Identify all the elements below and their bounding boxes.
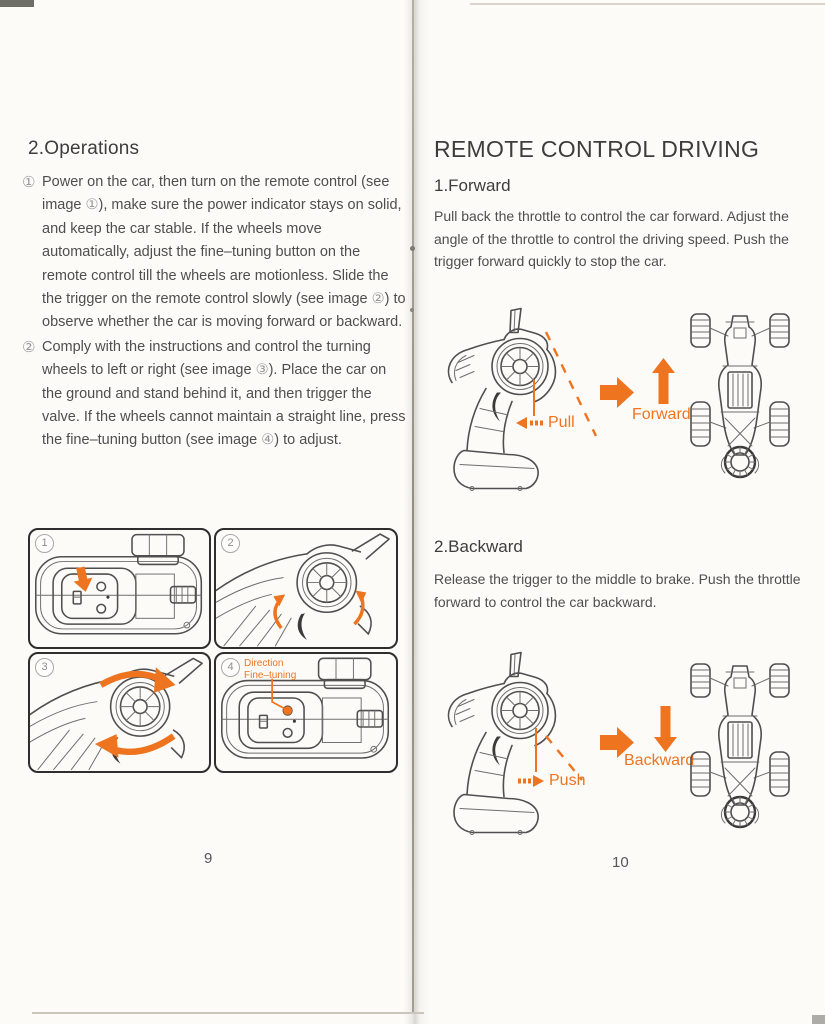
power-switch-arrow-icon xyxy=(73,566,93,592)
callout-pointer-line xyxy=(271,678,286,710)
figure-panel-1: 1 xyxy=(28,528,211,649)
operations-list: ① Power on the car, then turn on the rem… xyxy=(22,171,406,453)
pull-label: Pull xyxy=(548,414,575,431)
page-number-left: 9 xyxy=(204,850,213,867)
figure-panel-2: 2 xyxy=(214,528,398,649)
remote-top-view-illustration xyxy=(221,657,390,759)
figure-panel-3: 3 xyxy=(28,652,211,773)
remote-side-view-illustration xyxy=(216,533,390,647)
scan-speck xyxy=(410,246,415,251)
pull-annotation: Pull xyxy=(516,414,575,432)
list-item-text: Comply with the instructions and control… xyxy=(42,338,406,449)
scan-speck xyxy=(410,308,414,312)
push-annotation: Push xyxy=(518,772,585,790)
page-fold-shadow xyxy=(404,0,430,1024)
panel-number-badge: 2 xyxy=(221,534,240,553)
figure-forward: Pull Forward xyxy=(434,296,814,508)
car-top-view-illustration xyxy=(690,662,790,829)
trigger-arrow-icon xyxy=(273,601,283,630)
list-item-number: ① xyxy=(22,174,36,191)
remote-top-view-illustration xyxy=(35,533,203,635)
backward-section-body: Release the trigger to the middle to bra… xyxy=(434,571,801,610)
right-arrow-icon xyxy=(600,377,634,408)
push-label: Push xyxy=(549,772,586,789)
list-item: ② Comply with the instructions and contr… xyxy=(22,336,406,453)
backward-label: Backward xyxy=(624,752,695,769)
list-item-number: ② xyxy=(22,338,36,356)
scan-corner-artifact xyxy=(0,0,34,7)
forward-label: Forward xyxy=(632,406,691,423)
operations-heading: 2.Operations xyxy=(28,138,140,159)
figure-grid: 1 2 3 xyxy=(28,528,398,773)
remote-illustration xyxy=(447,651,557,836)
forward-section-title: 1.Forward xyxy=(434,176,511,195)
forward-section-body: Pull back the throttle to control the ca… xyxy=(434,208,789,269)
panel-number-badge: 1 xyxy=(35,534,54,553)
remote-side-view-illustration xyxy=(30,657,203,771)
pull-arrow-icon xyxy=(516,416,543,429)
down-arrow-icon xyxy=(654,706,677,752)
page-number-right: 10 xyxy=(612,854,629,871)
panel-number-badge: 3 xyxy=(35,658,54,677)
steering-arrow-icon xyxy=(107,733,176,756)
push-arrow-icon xyxy=(518,774,544,787)
driving-heading: REMOTE CONTROL DRIVING xyxy=(434,136,760,162)
list-item: ① Power on the car, then turn on the rem… xyxy=(22,171,406,335)
panel-number-badge: 4 xyxy=(221,658,240,677)
remote-illustration xyxy=(447,307,557,492)
fine-tuning-button xyxy=(283,706,292,715)
figure-backward: Push Backward xyxy=(434,640,814,845)
figure-panel-4: 4 Direction Fine–tuning xyxy=(214,652,398,773)
scan-top-edge xyxy=(470,3,825,5)
scan-corner-artifact xyxy=(812,1015,825,1024)
backward-section-title: 2.Backward xyxy=(434,537,523,556)
page-fold-line xyxy=(412,0,414,1014)
page-bottom-edge xyxy=(32,1012,424,1014)
car-top-view-illustration xyxy=(690,312,790,479)
fine-tuning-callout-label: Direction Fine–tuning xyxy=(244,658,297,681)
up-arrow-icon xyxy=(652,358,675,404)
list-item-text: Power on the car, then turn on the remot… xyxy=(42,174,406,331)
